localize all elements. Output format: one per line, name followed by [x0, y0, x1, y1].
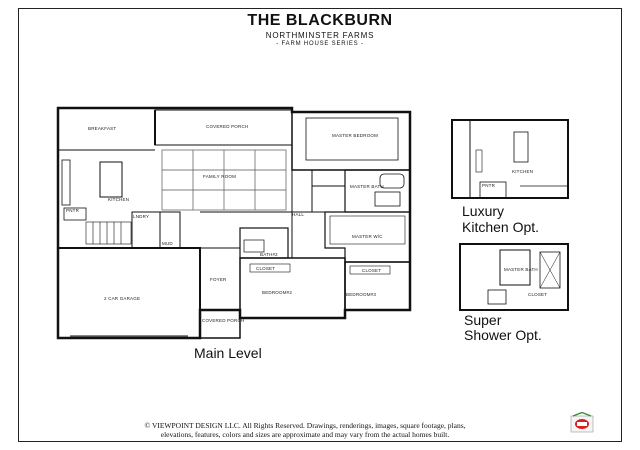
super-shower-caption-line2: Shower Opt.: [464, 327, 542, 343]
room-label-garage: 2 CAR GARAGE: [104, 296, 140, 301]
option-shower-master-bath-label: MASTER BATH: [504, 267, 538, 272]
room-label-master-bedroom: MASTER BEDROOM: [332, 133, 378, 138]
room-label-closet-b: CLOSET: [362, 268, 381, 273]
room-label-bedroom3: BEDROOM#3: [346, 292, 376, 297]
main-level-plan: [56, 106, 412, 340]
room-label-master-bath: MASTER BATH: [350, 184, 384, 189]
room-label-bedroom2: BEDROOM#2: [262, 290, 292, 295]
room-label-mud: MUD: [162, 241, 173, 246]
main-level-caption: Main Level: [194, 345, 262, 361]
main-level-labels: BREAKFAST COVERED PORCH MASTER BEDROOM F…: [66, 124, 384, 323]
room-label-bath2: BATH#2: [260, 252, 278, 257]
page-frame: [18, 8, 622, 442]
room-label-rear-porch: COVERED PORCH: [206, 124, 248, 129]
copyright-notice: © VIEWPOINT DESIGN LLC. All Rights Reser…: [40, 421, 570, 439]
room-label-master-wic: MASTER W/C: [352, 234, 383, 239]
room-label-front-porch: COVERED PORCH: [202, 318, 244, 323]
room-label-foyer: FOYER: [210, 277, 227, 282]
room-label-family-room: FAMILY ROOM: [203, 174, 236, 179]
luxury-kitchen-caption-line1: Luxury: [462, 203, 505, 219]
equal-housing-logo-icon: [570, 412, 594, 433]
room-label-breakfast: BREAKFAST: [88, 126, 116, 131]
room-label-closet-a: CLOSET: [256, 266, 275, 271]
room-label-hall: HALL: [292, 212, 304, 217]
option-kitchen-pantry-label: PNTR: [482, 183, 496, 188]
luxury-kitchen-caption-line2: Kitchen Opt.: [462, 219, 540, 235]
room-label-pantry: PNTR: [66, 208, 80, 213]
super-shower-caption-line1: Super: [464, 312, 502, 328]
room-label-laundry: LNDRY: [133, 214, 149, 219]
series-name: - FARM HOUSE SERIES -: [276, 41, 364, 47]
option-shower-closet-label: CLOSET: [528, 292, 547, 297]
room-label-kitchen: KITCHEN: [108, 197, 129, 202]
community-name: NORTHMINSTER FARMS: [265, 31, 375, 40]
luxury-kitchen-option-drawing: [451, 119, 569, 199]
super-shower-option-drawing: [459, 243, 569, 311]
copyright-line-1: © VIEWPOINT DESIGN LLC. All Rights Reser…: [144, 421, 466, 430]
copyright-line-2: elevations, features, colors and sizes a…: [160, 430, 450, 439]
plan-title: THE BLACKBURN: [247, 12, 393, 29]
option-kitchen-kitchen-label: KITCHEN: [512, 169, 533, 174]
